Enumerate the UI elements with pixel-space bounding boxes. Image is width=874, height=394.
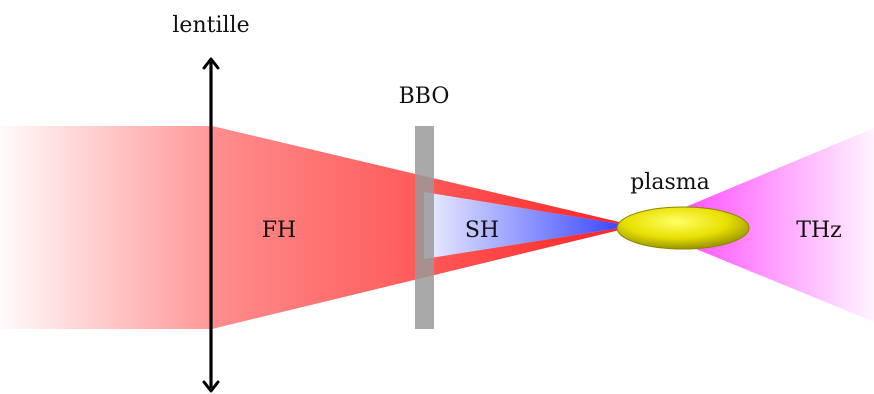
- plasma-spot: [616, 206, 750, 250]
- lens-arrow: [202, 57, 220, 393]
- bbo-crystal: [415, 126, 434, 329]
- lens-label: lentille: [172, 13, 249, 38]
- fh-incoming-beam: [0, 126, 212, 329]
- thz-beam: [640, 128, 874, 322]
- sh-label: SH: [465, 218, 499, 243]
- fh-label: FH: [262, 218, 296, 243]
- bbo-label: BBO: [399, 84, 450, 109]
- plasma-label: plasma: [630, 170, 710, 195]
- sh-beam: [424, 192, 632, 259]
- thz-label: THz: [796, 218, 841, 243]
